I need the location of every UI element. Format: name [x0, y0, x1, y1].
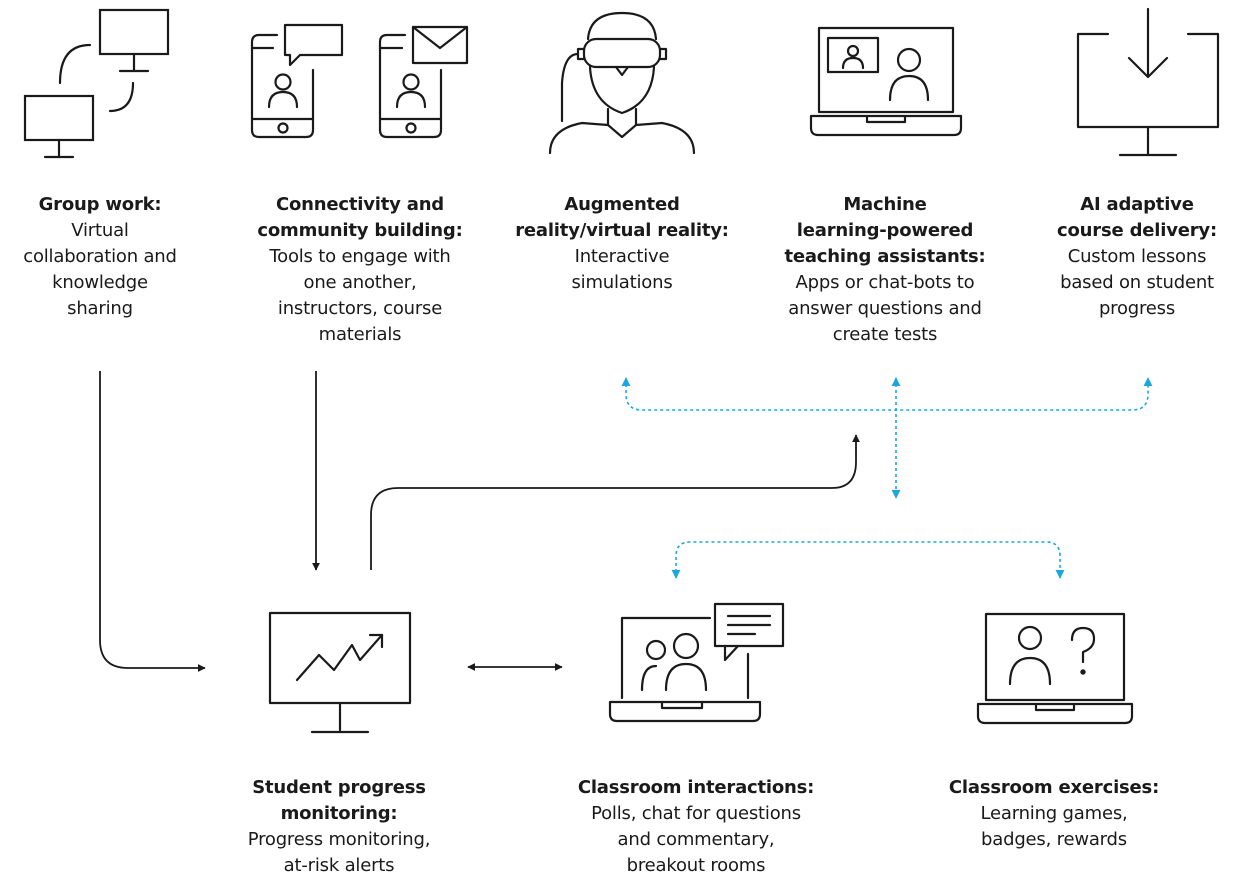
caption-title: Group work:	[38, 194, 162, 215]
caption-ar-vr: Augmented reality/virtual reality: Inter…	[492, 192, 752, 296]
caption-description: Polls, chat for questions and commentary…	[591, 803, 801, 875]
caption-ai-adaptive: AI adaptive course delivery: Custom less…	[1038, 192, 1236, 322]
caption-description: Progress monitoring, at-risk alerts	[247, 829, 431, 875]
caption-description: Tools to engage with one another, instru…	[269, 246, 451, 345]
caption-student-progress: Student progress monitoring: Progress mo…	[209, 775, 469, 875]
classroom-links-horizontal	[671, 541, 1065, 579]
caption-group-work: Group work: Virtual collaboration and kn…	[5, 192, 195, 322]
networked-monitors-icon	[23, 8, 170, 159]
monitor-progress-chart-icon	[268, 611, 412, 734]
caption-description: Custom lessons based on student progress	[1060, 246, 1214, 319]
caption-classroom-interactions: Classroom interactions: Polls, chat for …	[560, 775, 832, 875]
group-work-to-progress-arrow	[99, 371, 206, 672]
laptop-group-chat-icon	[608, 602, 785, 723]
caption-title: Classroom exercises:	[948, 777, 1160, 798]
caption-title: Machine learning-powered teaching assist…	[784, 194, 986, 267]
progress-to-ml-assistant-arrow	[370, 434, 860, 570]
caption-title: Connectivity and community building:	[257, 194, 463, 241]
caption-title: Augmented reality/virtual reality:	[515, 194, 729, 241]
caption-classroom-exercises: Classroom exercises: Learning games, bad…	[924, 775, 1184, 853]
caption-description: Learning games, badges, rewards	[980, 803, 1128, 850]
caption-title: AI adaptive course delivery:	[1057, 194, 1217, 241]
caption-title: Classroom interactions:	[577, 777, 815, 798]
caption-description: Interactive simulations	[571, 246, 673, 293]
laptop-question-icon	[976, 612, 1134, 725]
caption-ml-assistants: Machine learning-powered teaching assist…	[755, 192, 1015, 348]
monitor-download-icon	[1076, 7, 1220, 157]
caption-description: Apps or chat-bots to answer questions an…	[788, 272, 982, 345]
caption-description: Virtual collaboration and knowledge shar…	[23, 220, 177, 319]
caption-title: Student progress monitoring:	[252, 777, 426, 824]
ai-links-horizontal	[621, 377, 1153, 411]
laptop-video-call-icon	[809, 26, 963, 137]
caption-connectivity: Connectivity and community building: Too…	[222, 192, 498, 348]
smartphones-messaging-icon	[250, 23, 469, 139]
vr-headset-person-icon	[548, 11, 696, 155]
